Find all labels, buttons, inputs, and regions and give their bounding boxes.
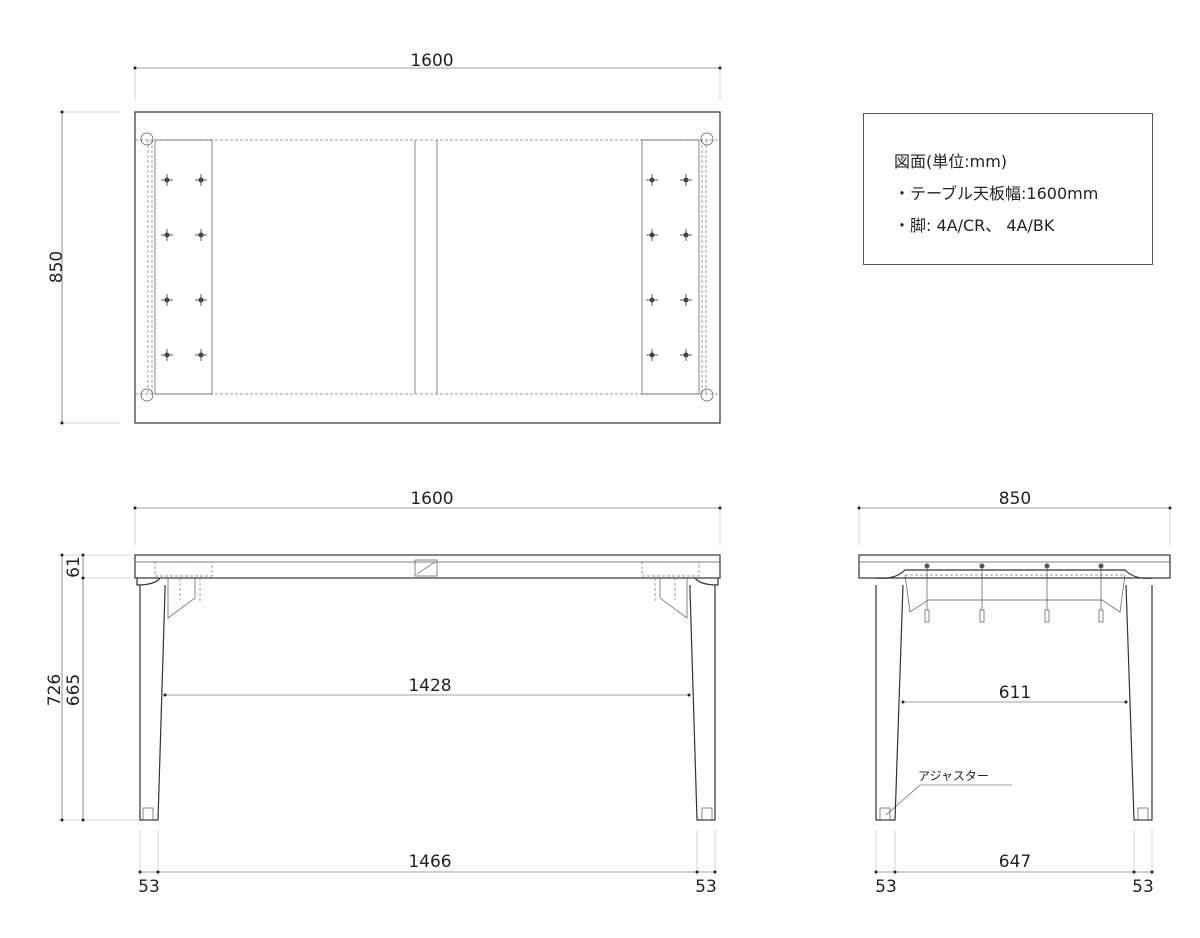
- front-inner-top-dim: 1428: [408, 676, 451, 696]
- tabletop-outline: [134, 111, 721, 424]
- front-leg-right-dim: 53: [695, 877, 717, 897]
- side-inner-top-dim: 611: [999, 683, 1031, 703]
- bolt-icon: [1098, 563, 1104, 623]
- side-leg-right-dim: 53: [1132, 877, 1154, 897]
- screw-icon: [680, 349, 692, 361]
- side-depth-dim: 850: [999, 489, 1031, 509]
- screw-icon: [680, 294, 692, 306]
- side-leg-left-dim: 53: [875, 877, 897, 897]
- screw-icon: [646, 349, 658, 361]
- legend-line-top-width: ・テーブル天板幅:1600mm: [894, 184, 1099, 203]
- right-leg-bracket: [641, 139, 700, 395]
- screw-icon: [161, 294, 173, 306]
- screw-icon: [195, 229, 207, 241]
- screw-icon: [680, 229, 692, 241]
- side-view: 850 611 アジャスター 647 53 53: [857, 489, 1172, 897]
- leg-height-dim: 665: [64, 674, 84, 706]
- front-width-dim: 1600: [410, 489, 453, 509]
- front-inner-bottom-dim: 1466: [408, 852, 451, 872]
- screw-icon: [646, 174, 658, 186]
- bolt-icon: [979, 563, 985, 623]
- screw-icon: [195, 174, 207, 186]
- left-leg-bracket: [154, 139, 213, 395]
- plan-width-dim: 1600: [410, 51, 453, 71]
- legend-line-legs: ・脚: 4A/CR、 4A/BK: [894, 216, 1055, 235]
- bolt-icon: [924, 563, 930, 623]
- side-tabletop: [858, 554, 1171, 579]
- screw-icons: [161, 174, 692, 361]
- side-right-leg: [1125, 584, 1153, 821]
- legend-title: 図面(単位:mm): [894, 152, 1008, 171]
- front-right-leg: [689, 577, 719, 821]
- front-view: 1600 726 665 61 1428 1466 53: [45, 489, 722, 897]
- screw-icon: [161, 229, 173, 241]
- screw-icon: [195, 349, 207, 361]
- screw-icon: [680, 174, 692, 186]
- side-inner-bottom-dim: 647: [999, 852, 1031, 872]
- plan-view: 1600 850: [47, 51, 722, 425]
- screw-icon: [161, 349, 173, 361]
- side-left-leg: [875, 584, 904, 821]
- bolt-icon: [1044, 563, 1050, 623]
- screw-icon: [646, 294, 658, 306]
- legend-box: 図面(単位:mm) ・テーブル天板幅:1600mm ・脚: 4A/CR、 4A/…: [863, 113, 1153, 265]
- screw-icon: [161, 174, 173, 186]
- screw-icon: [195, 294, 207, 306]
- front-leg-left-dim: 53: [138, 877, 160, 897]
- adjuster-label: アジャスター: [918, 769, 989, 783]
- front-tabletop: [134, 554, 721, 579]
- front-left-leg: [136, 577, 166, 821]
- bolt-icons: [924, 563, 1104, 623]
- screw-icon: [646, 229, 658, 241]
- total-height-dim: 726: [45, 674, 65, 706]
- plan-depth-dim: 850: [47, 251, 67, 283]
- top-thickness-dim: 61: [64, 556, 84, 578]
